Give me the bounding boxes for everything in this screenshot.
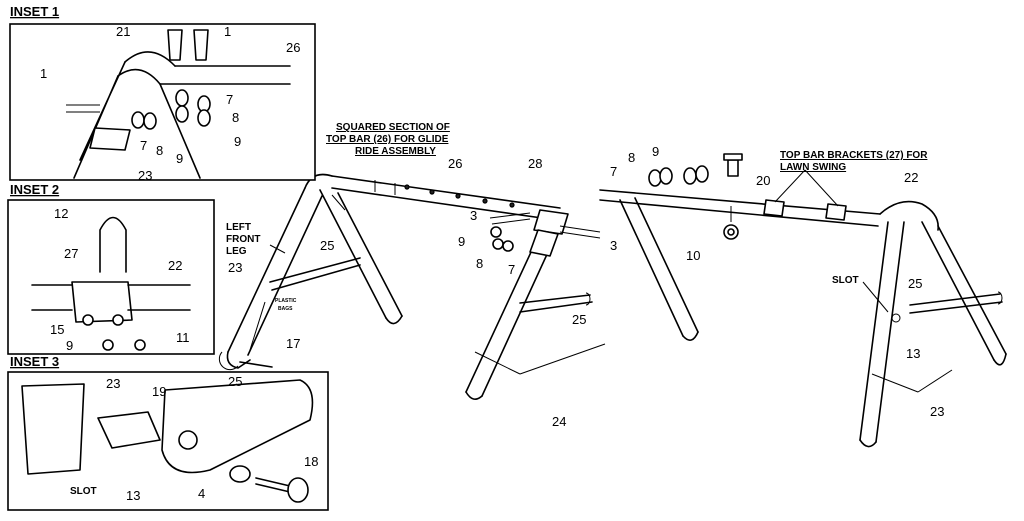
inset-1: [9, 23, 316, 181]
part-number: 13: [126, 488, 140, 503]
part-number: 23: [930, 404, 944, 419]
part-number: 22: [904, 170, 918, 185]
squared-section-line3: RIDE ASSEMBLY: [355, 146, 436, 157]
leader-lines: [249, 169, 953, 393]
part-number: 8: [628, 150, 635, 165]
brackets-line2: LAWN SWING: [780, 162, 846, 173]
part-number: 15: [50, 322, 64, 337]
part-number: 9: [176, 151, 183, 166]
squared-section-line2: TOP BAR (26) FOR GLIDE: [326, 134, 449, 145]
left-front-leg-line3: LEG: [226, 246, 247, 257]
part-number: 9: [652, 144, 659, 159]
part-number: 25: [908, 276, 922, 291]
part-number: 8: [232, 110, 239, 125]
part-number: 22: [168, 258, 182, 273]
part-number: 1: [40, 66, 47, 81]
squared-section-line1: SQUARED SECTION OF: [336, 122, 450, 133]
part-number: 23: [106, 376, 120, 391]
part-number: 17: [286, 336, 300, 351]
plastic-bags-line2: BAGS: [278, 306, 293, 312]
main-assembly: [218, 153, 1007, 448]
right-a-frame: [859, 221, 1007, 448]
callout-texts: SQUARED SECTION OF TOP BAR (26) FOR GLID…: [70, 122, 928, 497]
part-number: 3: [610, 238, 617, 253]
bolt-17: [239, 361, 273, 368]
part-number: 1: [224, 24, 231, 39]
swivel-hook: [723, 206, 739, 240]
left-front-leg-line1: LEFT: [226, 222, 251, 233]
top-bar-brackets: [763, 199, 847, 221]
main-labels: 26 28 3 3 9 8 7 8 9 7 20 22 10 25 23 25 …: [228, 144, 944, 429]
top-hardware: [648, 153, 743, 187]
part-number: 28: [528, 156, 542, 171]
part-number: 12: [54, 206, 68, 221]
part-number: 25: [320, 238, 334, 253]
part-number: 25: [572, 312, 586, 327]
part-number: 7: [610, 164, 617, 179]
left-a-frame: [218, 173, 403, 371]
part-number: 7: [226, 92, 233, 107]
slot-label-main: SLOT: [832, 275, 859, 286]
center-a-frame: [465, 197, 699, 400]
inset-2-title: INSET 2: [10, 182, 59, 197]
plastic-bags-line1: PLASTIC: [275, 298, 297, 304]
inset-2: [7, 199, 215, 355]
part-number: 19: [152, 384, 166, 399]
inset-titles: INSET 1 INSET 2 INSET 3: [10, 4, 59, 369]
part-number: 7: [140, 138, 147, 153]
part-number: 13: [906, 346, 920, 361]
part-number: 25: [228, 374, 242, 389]
inset-3: [7, 371, 329, 511]
inset-3-title: INSET 3: [10, 354, 59, 369]
part-number: 4: [198, 486, 205, 501]
part-number: 10: [686, 248, 700, 263]
part-number: 11: [176, 330, 190, 345]
top-bar: [331, 175, 939, 231]
left-front-leg-line2: FRONT: [226, 234, 260, 245]
part-number: 26: [286, 40, 300, 55]
part-number: 24: [552, 414, 566, 429]
part-number: 26: [448, 156, 462, 171]
part-number: 9: [458, 234, 465, 249]
brackets-line1: TOP BAR BRACKETS (27) FOR: [780, 150, 928, 161]
part-number: 7: [508, 262, 515, 277]
part-number: 27: [64, 246, 78, 261]
part-number: 9: [234, 134, 241, 149]
part-number: 21: [116, 24, 130, 39]
part-number: 23: [138, 168, 152, 183]
glide-bracket-hardware: [489, 209, 601, 257]
part-number: 8: [156, 143, 163, 158]
part-number: 3: [470, 208, 477, 223]
slot-label-inset3: SLOT: [70, 486, 97, 497]
inset-1-labels: 21 1 26 1 7 8 7 8 9 9 23: [40, 24, 300, 183]
part-number: 23: [228, 260, 242, 275]
part-number: 18: [304, 454, 318, 469]
inset-2-labels: 12 27 22 15 11 9: [50, 206, 190, 353]
part-number: 9: [66, 338, 73, 353]
part-number: 8: [476, 256, 483, 271]
inset-3-labels: 23 19 25 13 4 18: [106, 374, 318, 503]
part-number: 20: [756, 173, 770, 188]
inset-1-title: INSET 1: [10, 4, 59, 19]
